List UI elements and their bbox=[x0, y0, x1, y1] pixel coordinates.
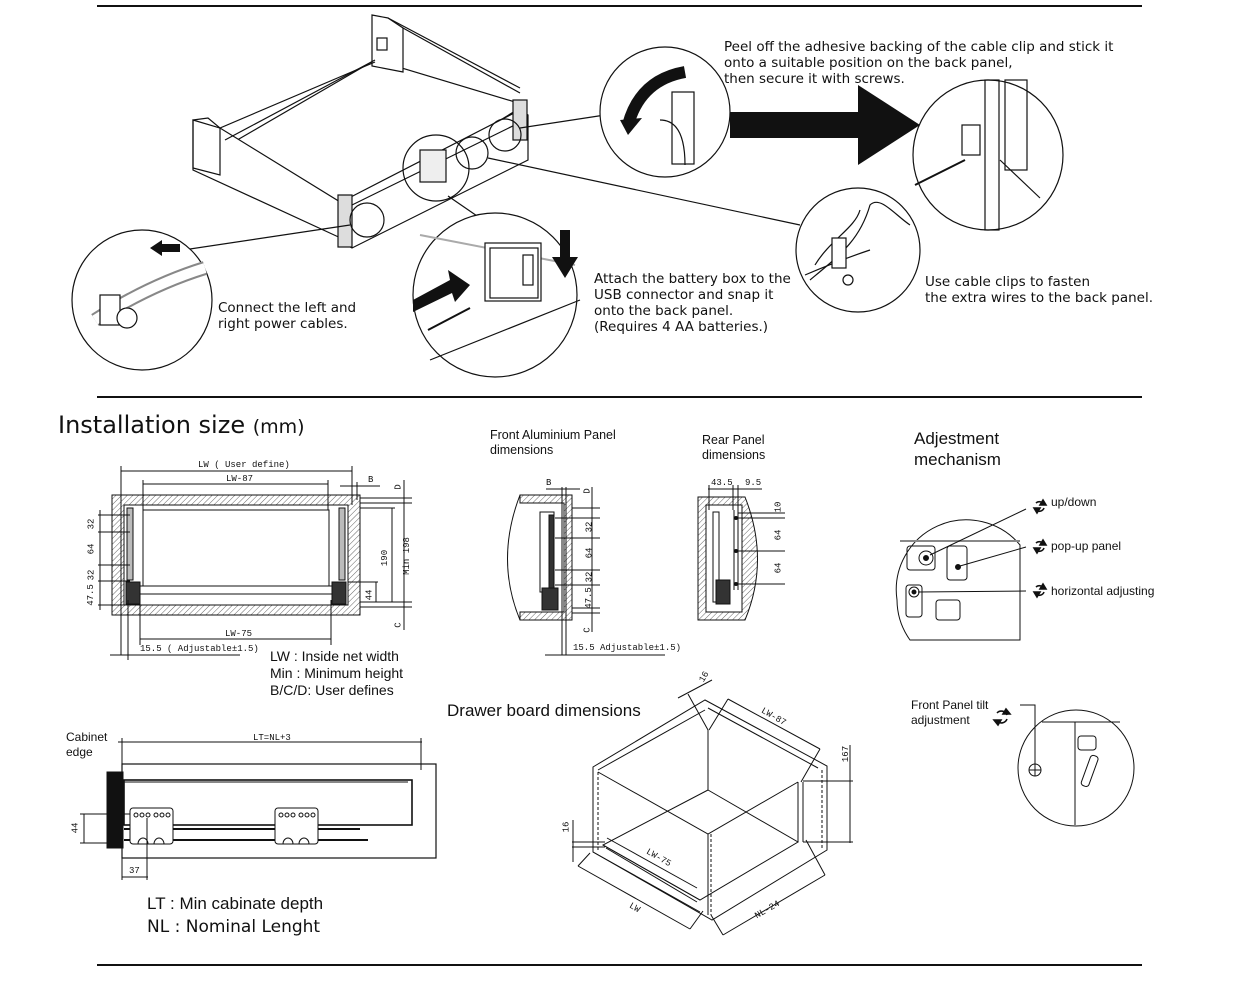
fp-dim-adjust: 15.5 Adjustable±1.5) bbox=[573, 643, 682, 653]
dim-b: B bbox=[368, 475, 374, 485]
bottom-rule bbox=[97, 964, 1142, 966]
drawer-isometric-illustration bbox=[71, 14, 1064, 378]
front-panel-title: Front Aluminium Panel dimensions bbox=[490, 428, 616, 457]
arrow-left-icon bbox=[150, 240, 180, 256]
rp-dim-43-5: 43.5 bbox=[711, 478, 733, 488]
detail-circle-wire-clip bbox=[795, 187, 921, 313]
rp-dim-9-5: 9.5 bbox=[745, 478, 762, 488]
legend-min: Min : Minimum height bbox=[270, 665, 404, 681]
cabinet-edge-label: Cabinet edge bbox=[66, 730, 108, 759]
step-fasten-wires-text: Use cable clips to fasten the extra wire… bbox=[925, 274, 1153, 306]
legend-lt: LT : Min cabinate depth bbox=[147, 894, 324, 913]
middle-rule bbox=[97, 396, 1142, 398]
rotate-icon-updown bbox=[1032, 498, 1048, 515]
step-connect-cables-text: Connect the left and right power cables. bbox=[218, 300, 357, 332]
step-battery-box-text: Attach the battery box to the USB connec… bbox=[594, 271, 791, 335]
legend-nl: NL : Nominal Lenght bbox=[147, 917, 321, 937]
installation-size-title: Installation size (mm) bbox=[58, 411, 305, 441]
dim-lw-87: LW-87 bbox=[226, 474, 254, 484]
board-dim-16-left: 16 bbox=[561, 821, 572, 833]
fp-dim-b: B bbox=[546, 478, 552, 488]
side-dim-37: 37 bbox=[129, 866, 140, 876]
arrow-right-icon bbox=[413, 270, 470, 312]
dim-lw-75: LW-75 bbox=[225, 629, 253, 639]
board-dim-167: 167 bbox=[841, 745, 852, 763]
dim-adjust: 15.5 ( Adjustable±1.5) bbox=[140, 644, 259, 654]
adjust-item-updown: up/down bbox=[1051, 495, 1097, 509]
arrow-down-icon bbox=[552, 230, 578, 278]
title-text: Installation size bbox=[58, 411, 246, 439]
adjust-item-popup: pop-up panel bbox=[1051, 539, 1122, 553]
rear-panel-title: Rear Panel dimensions bbox=[702, 433, 766, 462]
tilt-adjustment-label: Front Panel tilt adjustment bbox=[911, 698, 989, 727]
adjust-item-horizontal: horizontal adjusting bbox=[1051, 584, 1155, 598]
rotate-icon-popup bbox=[1032, 538, 1048, 555]
drawer-board-title: Drawer board dimensions bbox=[447, 701, 641, 720]
legend-lw: LW : Inside net width bbox=[270, 648, 399, 664]
arrow-big-right-icon bbox=[730, 85, 920, 165]
rotate-icon-tilt bbox=[992, 707, 1012, 727]
top-rule bbox=[97, 5, 1142, 7]
dim-lw-user-define: LW ( User define) bbox=[198, 460, 290, 470]
arrow-peel-icon bbox=[620, 118, 642, 135]
step-peel-clip-text: Peel off the adhesive backing of the cab… bbox=[724, 39, 1114, 87]
legend-bcd: B/C/D: User defines bbox=[270, 682, 394, 698]
side-dim-lt: LT=NL+3 bbox=[253, 733, 291, 743]
title-unit: (mm) bbox=[252, 416, 305, 438]
rotate-icon-horizontal bbox=[1032, 582, 1048, 599]
adjustment-title: Adjestment mechanism bbox=[914, 429, 1001, 469]
